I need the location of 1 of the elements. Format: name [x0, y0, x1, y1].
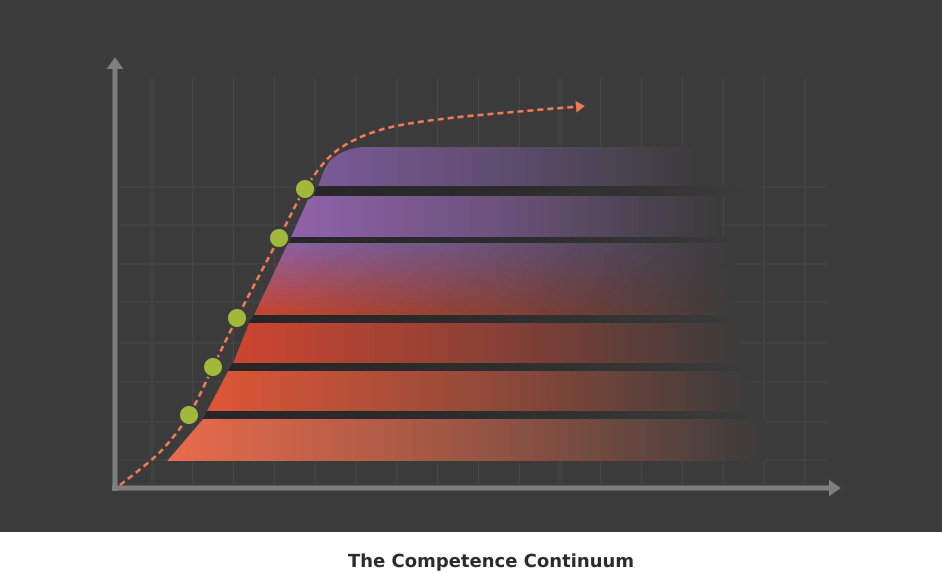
caption: The Competence Continuum — [348, 553, 633, 571]
